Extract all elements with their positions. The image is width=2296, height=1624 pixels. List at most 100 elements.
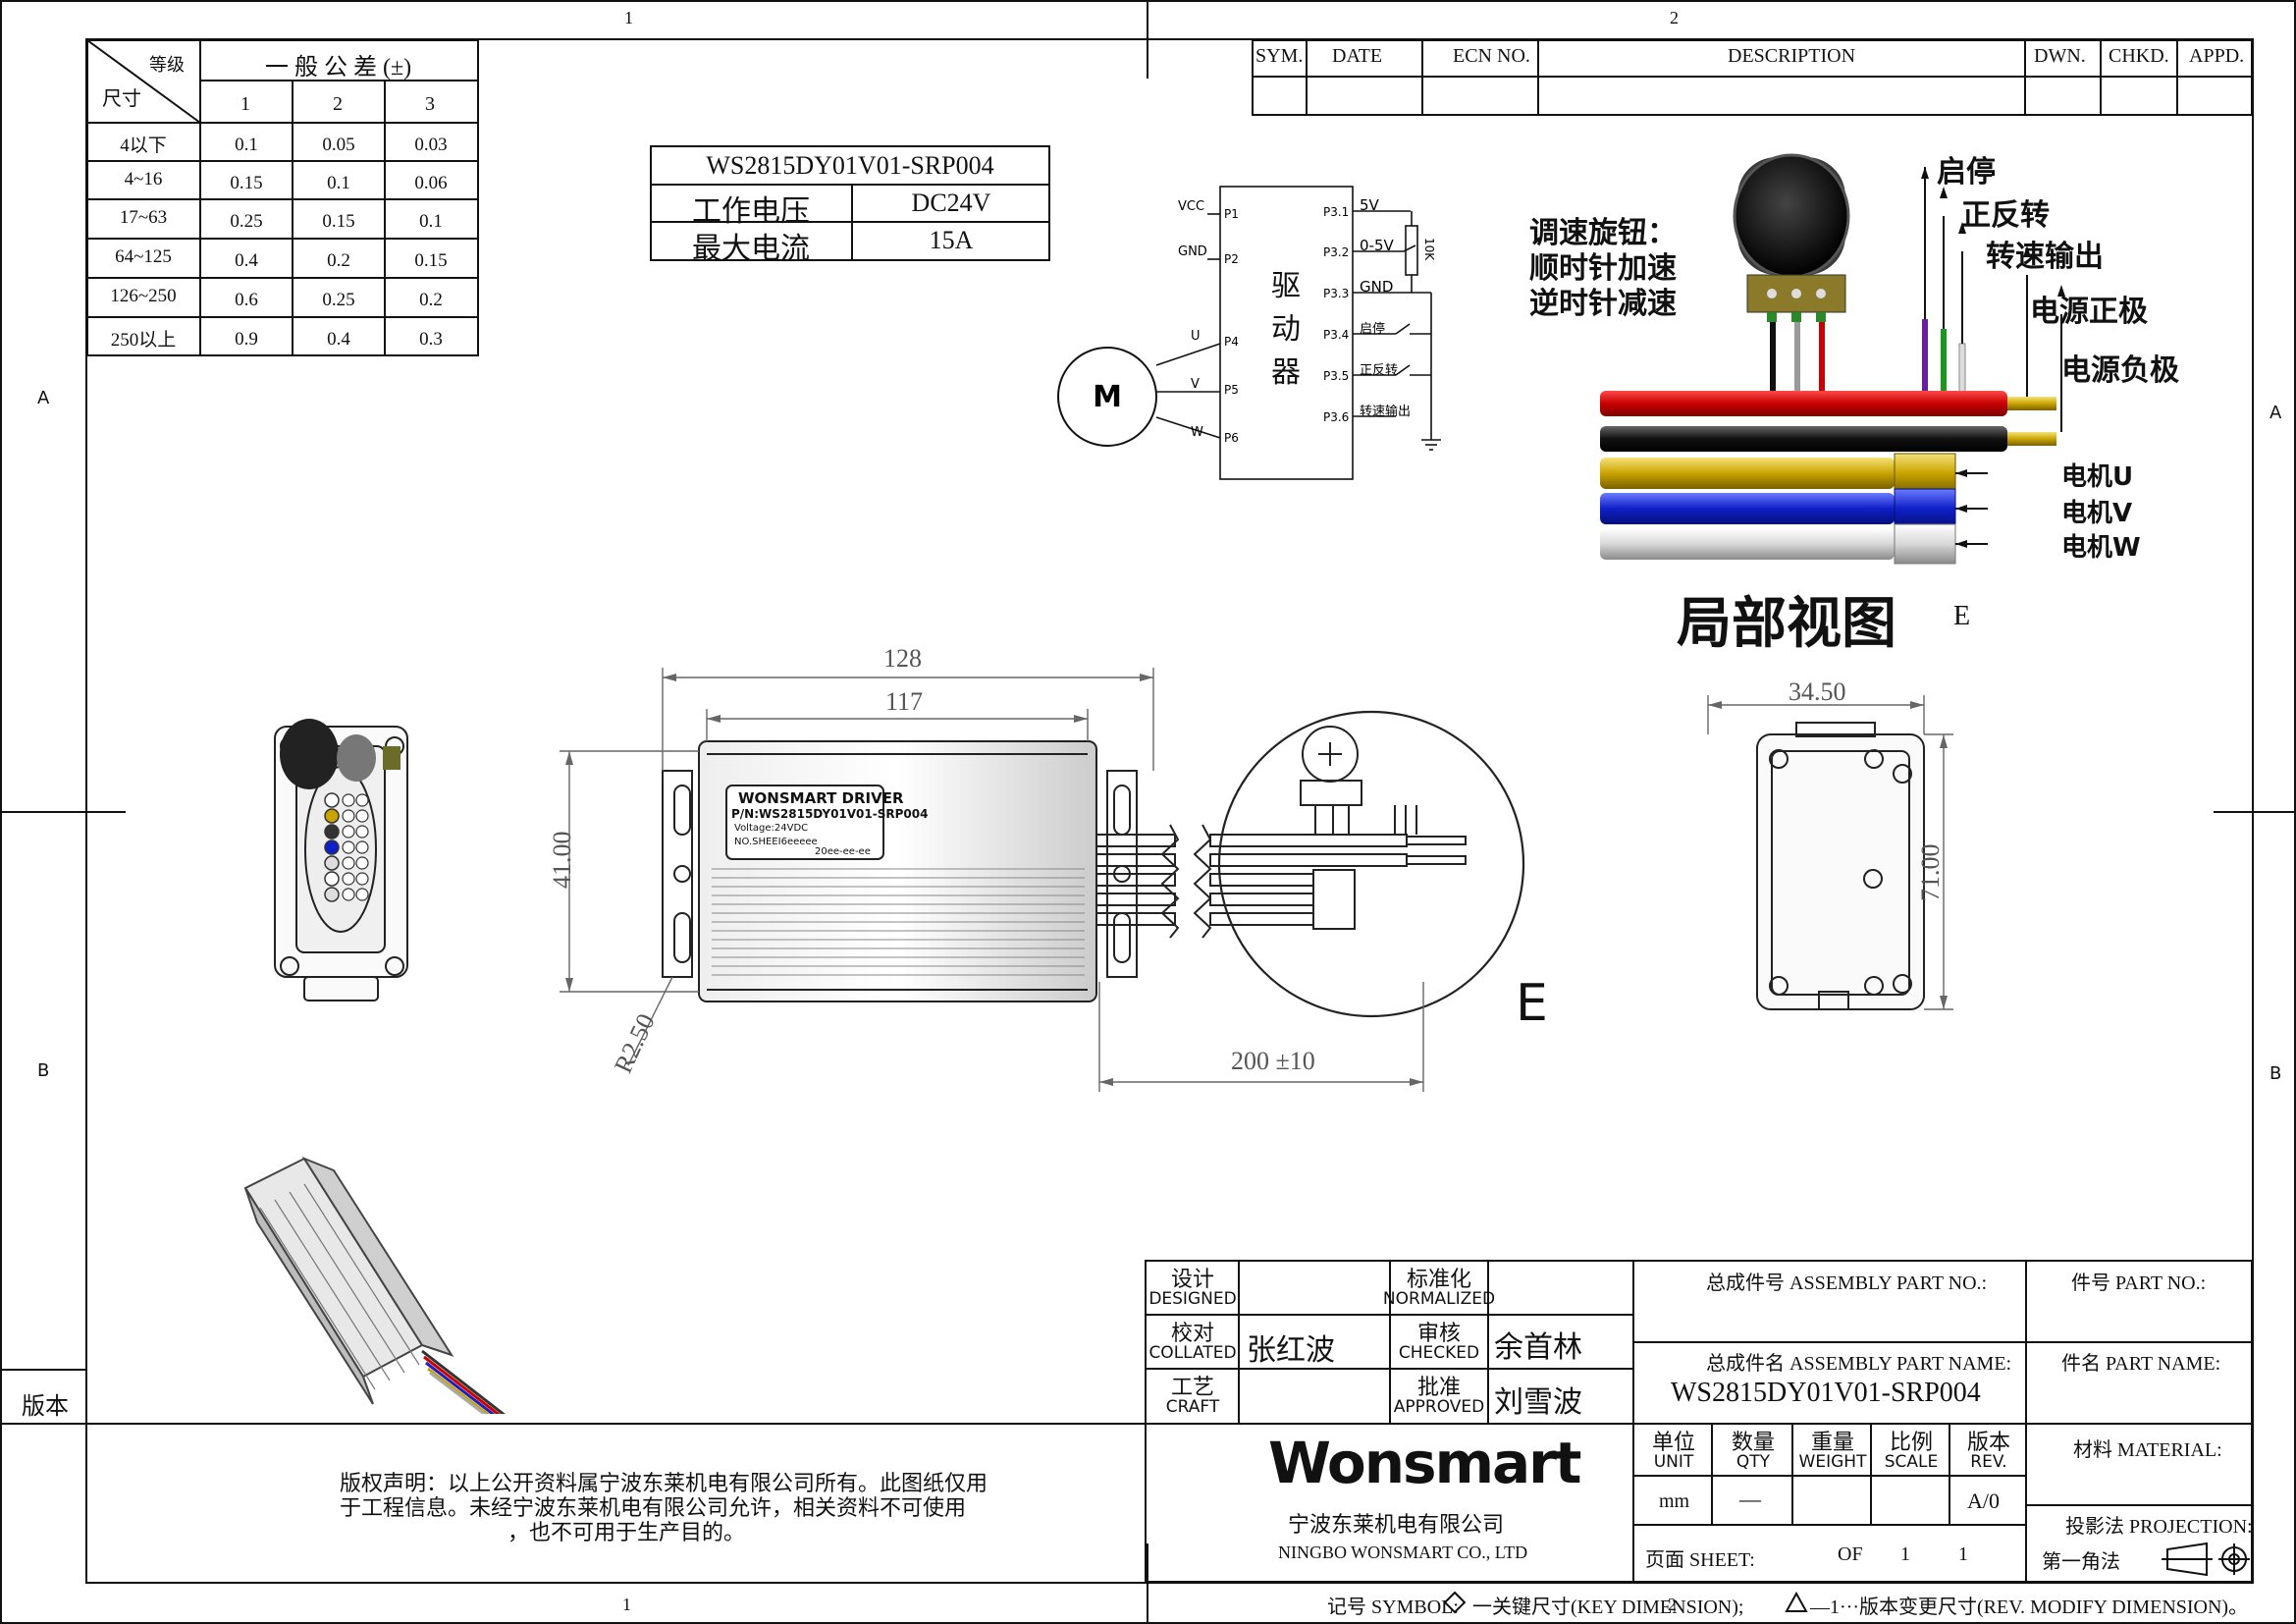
wire-left-0: VCC xyxy=(1178,199,1204,214)
partial-view-title: 局部视图 xyxy=(1677,592,1896,656)
tolerance-grid xyxy=(86,39,479,356)
designed-cn: 设计 xyxy=(1170,1267,1214,1292)
pin-left-id-2: P4 xyxy=(1224,335,1239,349)
tolerance-value-3-1: 0.2 xyxy=(327,250,350,271)
knob-note: 调速旋钮： 顺时针加速 逆时针减速 xyxy=(1529,216,1677,322)
pin-left-id-1: P2 xyxy=(1224,252,1239,266)
rev-col-date: DATE xyxy=(1332,45,1383,67)
zone-left-b: B xyxy=(37,1060,50,1081)
tolerance-value-1-0: 0.15 xyxy=(230,173,263,193)
qty-value: — xyxy=(1739,1487,1761,1511)
pin-right-label-5: 转速输出 xyxy=(1360,404,1411,419)
pin-left-id-0: P1 xyxy=(1224,207,1239,221)
tolerance-title: 一 般 公 差 (±) xyxy=(265,55,412,81)
sheet-num: 1 xyxy=(1900,1543,1910,1565)
tolerance-value-4-2: 0.2 xyxy=(419,290,443,310)
grade-2: 2 xyxy=(333,93,343,115)
qty-en: QTY xyxy=(1735,1451,1771,1472)
callout-power-neg: 电源负极 xyxy=(2061,353,2179,388)
copyright-line-1: 版权声明：以上公开资料属宁波东莱机电有限公司所有。此图纸仅用 xyxy=(340,1471,988,1495)
spec-table: WS2815DY01V01-SRP004 工作电压 DC24V 最大电流 15A xyxy=(650,145,1050,265)
approved-label: 批准 APPROVED xyxy=(1391,1370,1487,1423)
size-label: 尺寸 xyxy=(102,86,141,110)
rev-col-ecn: ECN NO. xyxy=(1453,45,1530,67)
spec-model: WS2815DY01V01-SRP004 xyxy=(706,151,994,180)
rev-triangle-icon xyxy=(1785,1592,1808,1612)
driver-label: 驱 动 器 xyxy=(1271,265,1301,395)
tolerance-value-1-1: 0.1 xyxy=(327,173,350,193)
partial-view-illustration xyxy=(1600,153,2065,565)
driver-char-2: 动 xyxy=(1271,312,1301,347)
pin-right-label-3: 启停 xyxy=(1360,321,1385,337)
checked-en: CHECKED xyxy=(1398,1342,1480,1363)
zone-top-1: 1 xyxy=(624,8,633,27)
unit-en: UNIT xyxy=(1653,1451,1694,1472)
partial-view-tag: E xyxy=(1953,601,1971,631)
rev-cn: 版本 xyxy=(1966,1430,2010,1455)
qty-label: 数量 QTY xyxy=(1714,1426,1792,1477)
collated-en: COLLATED xyxy=(1148,1342,1237,1363)
plate-brand: WONSMART DRIVER xyxy=(738,789,904,807)
dim-overall-length: 128 xyxy=(883,644,922,673)
tolerance-value-5-2: 0.3 xyxy=(419,329,443,350)
designed-en: DESIGNED xyxy=(1148,1288,1237,1309)
tolerance-value-5-1: 0.4 xyxy=(327,329,350,350)
knob-note-line-1: 调速旋钮： xyxy=(1529,216,1677,250)
copyright-line-3: ，也不可用于生产目的。 xyxy=(507,1520,745,1544)
tolerance-value-4-1: 0.25 xyxy=(322,290,355,310)
spec-current-value: 15A xyxy=(929,226,974,254)
orthographic-views xyxy=(243,668,1953,1414)
key-dimension-diamond-icon xyxy=(1443,1591,1467,1614)
wire-left-4: W xyxy=(1191,425,1203,440)
tolerance-value-4-0: 0.6 xyxy=(235,290,258,310)
assembly-name: WS2815DY01V01-SRP004 xyxy=(1671,1378,1981,1408)
callout-power-pos: 电源正极 xyxy=(2030,295,2148,329)
pin-right-label-0: 5V xyxy=(1360,196,1380,214)
revision-table: SYM. DATE ECN NO. DESCRIPTION DWN. CHKD.… xyxy=(1252,39,2253,116)
version-label: 版本 xyxy=(22,1392,69,1420)
craft-label: 工艺 CRAFT xyxy=(1147,1370,1239,1423)
collated-cn: 校对 xyxy=(1170,1321,1214,1346)
approved-en: APPROVED xyxy=(1393,1396,1485,1417)
spec-current-label: 最大电流 xyxy=(692,233,810,265)
normalized-cn: 标准化 xyxy=(1406,1267,1471,1292)
tolerance-size-0: 4以下 xyxy=(120,135,167,156)
callout-motor-u: 电机U xyxy=(2061,462,2134,492)
tolerance-value-2-0: 0.25 xyxy=(230,211,263,232)
designed-label: 设计 DESIGNED xyxy=(1147,1262,1239,1315)
rev-col-dwn: DWN. xyxy=(2034,45,2086,67)
rev-en: REV. xyxy=(1970,1451,2007,1472)
rev-col-sym: SYM. xyxy=(1255,45,1304,67)
tolerance-size-1: 4~16 xyxy=(124,169,163,189)
dim-hole-spacing: 117 xyxy=(885,687,924,716)
wire-left-3: V xyxy=(1191,377,1200,392)
pin-right-id-0: P3.1 xyxy=(1323,205,1349,219)
pin-right-label-1: 0-5V xyxy=(1360,237,1394,254)
symbol-rev-dim: —1···版本变更尺寸(REV. MODIFY DIMENSION)。 xyxy=(1810,1597,2249,1618)
pin-right-id-4: P3.5 xyxy=(1323,369,1349,383)
collated-label: 校对 COLLATED xyxy=(1147,1316,1239,1369)
motor-label: M xyxy=(1093,380,1122,414)
callout-motor-w: 电机W xyxy=(2061,533,2141,563)
pin-right-label-2: GND xyxy=(1360,278,1393,296)
pin-right-id-5: P3.6 xyxy=(1323,410,1349,424)
rev-label: 版本 REV. xyxy=(1951,1426,2026,1477)
plate-voltage: Voltage:24VDC xyxy=(734,823,809,834)
pin-right-id-3: P3.4 xyxy=(1323,328,1349,342)
unit-value: mm xyxy=(1659,1490,1690,1512)
spec-grid xyxy=(650,145,1050,261)
tolerance-value-2-1: 0.15 xyxy=(322,211,355,232)
tolerance-size-3: 64~125 xyxy=(115,246,172,267)
tolerance-value-2-2: 0.1 xyxy=(419,211,443,232)
pin-right-id-1: P3.2 xyxy=(1323,245,1349,259)
knob-note-line-2: 顺时针加速 xyxy=(1529,251,1677,286)
pin-right-id-2: P3.3 xyxy=(1323,287,1349,300)
tolerance-value-0-2: 0.03 xyxy=(414,135,448,155)
unit-cn: 单位 xyxy=(1651,1430,1695,1455)
tolerance-size-5: 250以上 xyxy=(110,330,177,351)
projection-value: 第一角法 xyxy=(2042,1551,2120,1573)
sheet-label: 页面 SHEET: xyxy=(1645,1549,1755,1571)
dim-side-height: 71.00 xyxy=(1916,843,1945,902)
